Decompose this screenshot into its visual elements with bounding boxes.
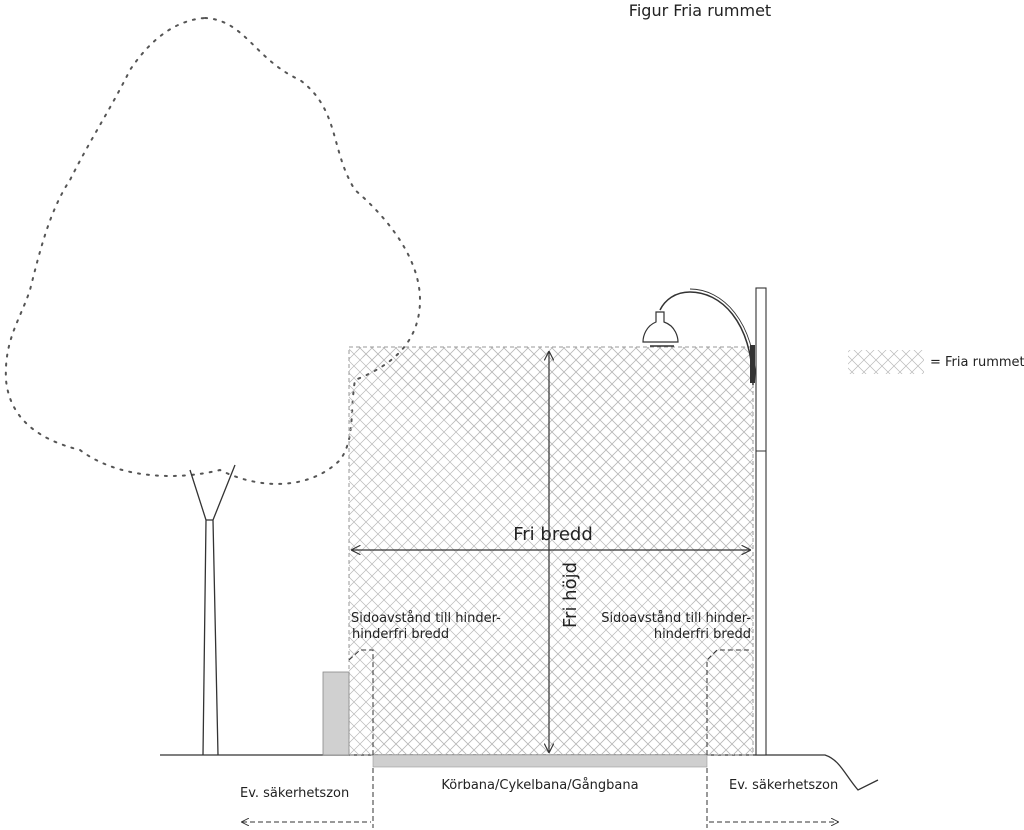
legend: = Fria rummet	[848, 350, 1024, 374]
lamp-pole	[755, 287, 767, 756]
legend-swatch	[848, 350, 924, 374]
road-surface	[372, 754, 708, 768]
free-space-outline	[348, 346, 754, 756]
road-label: Körbana/Cykelbana/Gångbana	[441, 778, 638, 793]
free-height-label: Fri höjd	[560, 562, 581, 628]
free-width-label: Fri bredd	[513, 524, 593, 545]
lamp-head	[642, 311, 679, 343]
tree	[4, 16, 422, 756]
right-side-label-line1: Sidoavstånd till hinder-	[601, 611, 751, 626]
obstacle-box	[322, 671, 350, 756]
left-side-label-line2: hinderfri bredd	[352, 627, 449, 642]
lamp-bracket	[750, 345, 755, 383]
right-side-label-line2: hinderfri bredd	[654, 627, 751, 642]
left-zone-label: Ev. säkerhetszon	[240, 786, 349, 801]
lamp-arm	[659, 291, 754, 386]
tree-trunk	[189, 464, 236, 756]
lamp-post	[642, 287, 767, 756]
ground-line	[160, 754, 879, 791]
legend-label: = Fria rummet	[930, 355, 1024, 370]
figure-title: Figur Fria rummet	[629, 1, 771, 20]
left-clearance-marker	[348, 649, 374, 755]
right-zone-label: Ev. säkerhetszon	[729, 778, 838, 793]
left-side-label-line1: Sidoavstånd till hinder-	[351, 611, 501, 626]
